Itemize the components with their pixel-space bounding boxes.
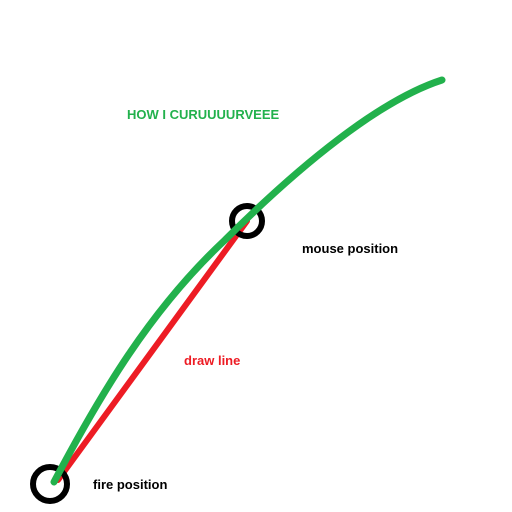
draw-line-red — [55, 218, 250, 483]
title-label: HOW I CURUUUURVEEE — [127, 107, 280, 122]
fire-position-label: fire position — [93, 477, 168, 492]
projectile-curve-green — [50, 76, 446, 486]
draw-line-label: draw line — [184, 353, 241, 368]
mouse-position-label: mouse position — [302, 241, 399, 256]
fire-position-circle — [30, 464, 70, 504]
mouse-position-circle — [229, 203, 265, 239]
